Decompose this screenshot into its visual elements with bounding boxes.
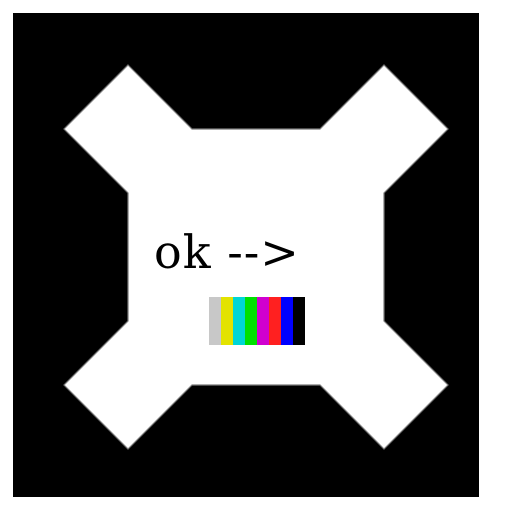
color-bar-6 xyxy=(269,297,281,345)
color-bar-4 xyxy=(245,297,257,345)
color-bar-2 xyxy=(221,297,233,345)
color-bars-test-pattern-icon xyxy=(209,297,305,345)
color-bar-7 xyxy=(281,297,293,345)
color-bar-8 xyxy=(293,297,305,345)
color-bar-1 xyxy=(209,297,221,345)
color-bar-5 xyxy=(257,297,269,345)
color-bar-3 xyxy=(233,297,245,345)
caption-text: ok --> xyxy=(154,225,300,279)
x-cross-shape xyxy=(63,64,449,450)
